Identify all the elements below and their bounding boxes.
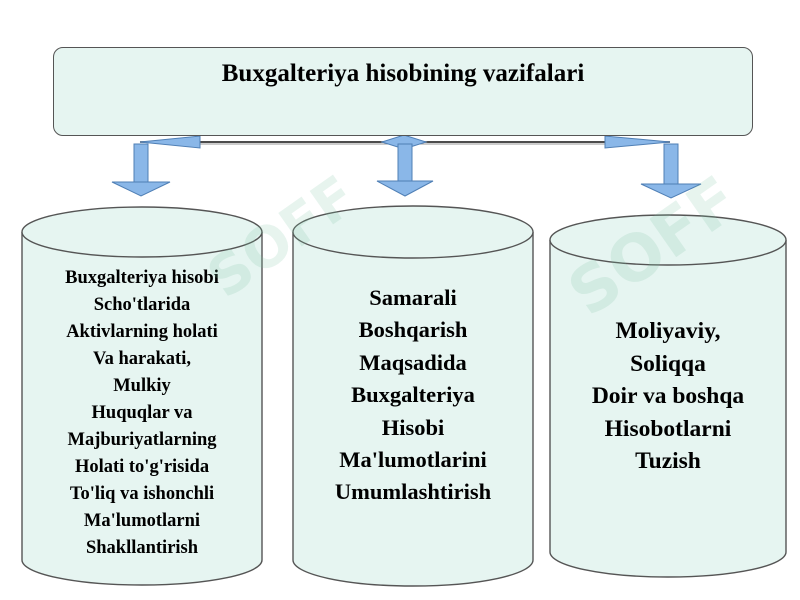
text-line: Huquqlar va [91, 403, 193, 423]
text-line: Moliyaviy, [615, 318, 721, 344]
text-line: Hisobotlarni [604, 415, 732, 442]
cylinder-middle [292, 205, 534, 587]
text-line: Tuzish [635, 448, 701, 474]
cylinder-middle-text: Samarali Boshqarish Maqsadida Buxgalteri… [293, 282, 533, 509]
text-line: Buxgalteriya [351, 382, 475, 408]
arrow-down-middle [376, 143, 434, 197]
text-line: Samarali [369, 285, 457, 310]
text-line: Majburiyatlarning [67, 430, 217, 450]
cylinder-left-text: Buxgalteriya hisobi Scho'tlarida Aktivla… [22, 265, 262, 562]
text-line: Boshqarish [358, 317, 468, 343]
text-line: Scho'tlarida [93, 295, 191, 315]
text-line: Shakllantirish [85, 538, 199, 558]
text-line: Va harakati, [92, 349, 191, 369]
text-line: Buxgalteriya hisobi [65, 268, 219, 288]
text-line: Mulkiy [113, 376, 171, 396]
arrow-down-right [640, 143, 702, 199]
cylinder-left [21, 206, 263, 586]
text-line: Ma'lumotlarni [83, 511, 201, 531]
text-line: Aktivlarning holati [66, 322, 218, 342]
text-line: Ma'lumotlarini [339, 447, 487, 473]
text-line: Hisobi [381, 414, 445, 440]
text-line: Umumlashtirish [334, 479, 492, 505]
diagram-title: Buxgalteriya hisobining vazifalari [221, 59, 585, 87]
text-line: Doir va boshqa [591, 383, 745, 409]
text-line: Maqsadida [359, 349, 467, 375]
connector-left-head [139, 135, 201, 149]
arrow-down-left [111, 143, 171, 197]
cylinder-right [549, 214, 787, 578]
connector-center-head [380, 134, 428, 150]
text-line: Soliqqa [630, 350, 706, 377]
cylinder-right-text: Moliyaviy, Soliqqa Doir va boshqa Hisobo… [550, 315, 786, 478]
text-line: Holati to'g'risida [74, 457, 210, 477]
title-box: Buxgalteriya hisobining vazifalari [53, 47, 753, 136]
connector-right-head [604, 135, 671, 149]
text-line: To'liq va ishonchli [69, 484, 215, 504]
